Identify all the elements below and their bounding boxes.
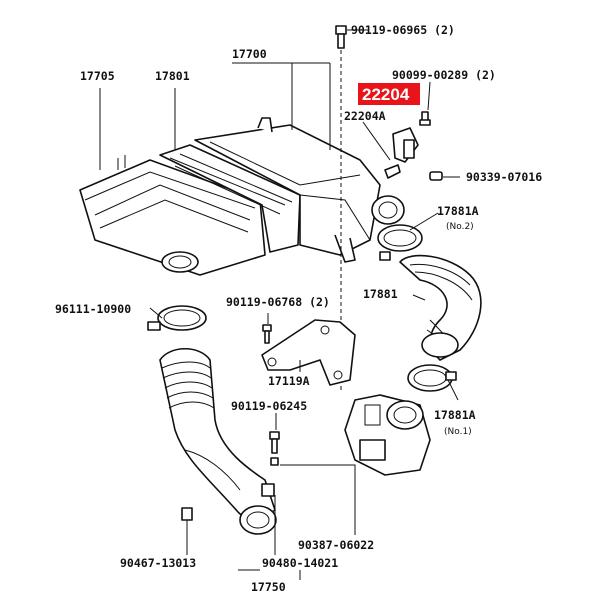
label-17881a-bot: 17881A xyxy=(434,408,476,422)
label-90099-00289: 90099-00289 (2) xyxy=(392,68,496,82)
label-17705: 17705 xyxy=(80,69,115,83)
label-90480-14021: 90480-14021 xyxy=(262,556,338,570)
clamp-17881a-no2[interactable] xyxy=(377,224,423,261)
air-filter-element-17801[interactable] xyxy=(159,144,301,253)
label-90119-06768: 90119-06768 (2) xyxy=(226,295,330,309)
label-17119a: 17119A xyxy=(268,374,310,388)
highlight-22204[interactable]: 22204 xyxy=(358,83,420,105)
throttle-body[interactable] xyxy=(344,394,431,476)
air-flow-meter-22204[interactable] xyxy=(384,127,419,179)
label-17881a-top-sub: (No.2) xyxy=(446,222,474,232)
bracket-17119a[interactable] xyxy=(261,319,356,386)
air-cleaner-cap[interactable] xyxy=(194,117,405,263)
screw-90099-00289[interactable] xyxy=(419,111,431,126)
label-90119-06245: 90119-06245 xyxy=(231,399,307,413)
bolt-90119-06965[interactable] xyxy=(335,25,347,49)
label-90467-13013: 90467-13013 xyxy=(120,556,196,570)
air-cleaner-case-17705[interactable] xyxy=(79,155,266,276)
inlet-hose-17750[interactable] xyxy=(159,348,277,535)
label-96111-10900: 96111-10900 xyxy=(55,302,131,316)
label-17801: 17801 xyxy=(155,69,190,83)
bolt-90119-06245[interactable] xyxy=(269,431,280,466)
label-22204a: 22204A xyxy=(344,109,386,123)
label-90387-06022: 90387-06022 xyxy=(298,538,374,552)
label-17700: 17700 xyxy=(232,47,267,61)
intake-hose-17881[interactable] xyxy=(399,254,482,361)
label-17881a-top: 17881A xyxy=(437,204,479,218)
clamp-90467-13013[interactable] xyxy=(181,507,193,521)
label-17881a-bot-sub: (No.1) xyxy=(444,427,472,437)
highlight-box xyxy=(358,83,420,105)
clamp-96111-10900[interactable] xyxy=(147,305,207,331)
clamp-17881a-no1[interactable] xyxy=(407,364,457,392)
label-17750: 17750 xyxy=(251,580,286,594)
label-22204-highlight: 22204 xyxy=(362,85,410,104)
label-90119-06965: 90119-06965 (2) xyxy=(351,23,455,37)
label-17881: 17881 xyxy=(363,287,398,301)
label-90339-07016: 90339-07016 xyxy=(466,170,542,184)
bolt-90119-06768[interactable] xyxy=(262,324,272,344)
plug-90339-07016[interactable] xyxy=(429,171,443,181)
